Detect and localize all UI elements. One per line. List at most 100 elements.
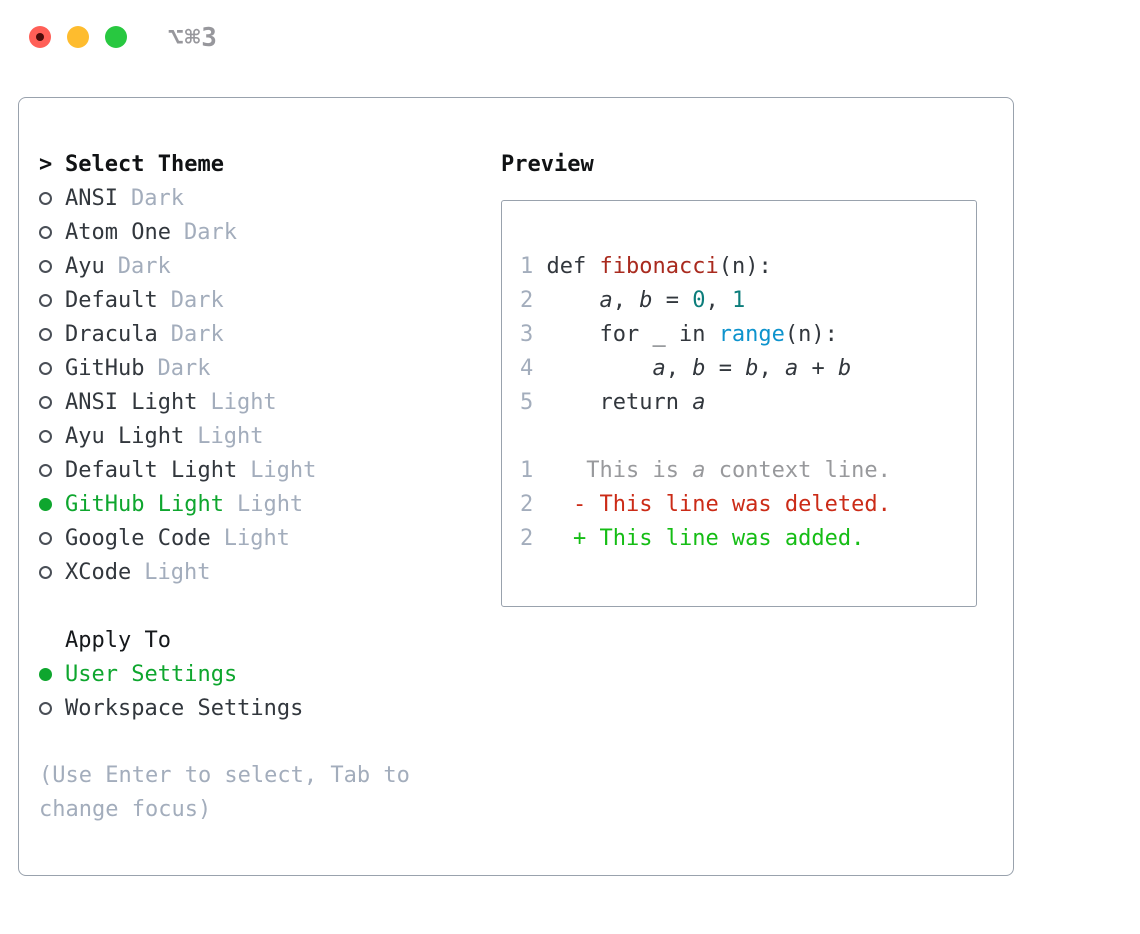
radio-unselected-icon (39, 463, 65, 477)
radio-circle (39, 463, 52, 477)
radio-unselected-icon (39, 191, 65, 205)
theme-variant-tag: Dark (157, 355, 211, 381)
traffic-lights (29, 26, 127, 48)
code-token: , (705, 288, 732, 313)
code-token: a (692, 458, 706, 483)
theme-name: GitHub Light (65, 491, 224, 517)
theme-option-github-light[interactable]: GitHub Light Light (39, 487, 501, 521)
apply-to-header: Apply To (39, 623, 501, 657)
theme-option-default-light[interactable]: Default Light Light (39, 453, 501, 487)
code-token: , (758, 356, 785, 381)
theme-option-ansi-light[interactable]: ANSI Light Light (39, 385, 501, 419)
code-line: 3 for _ in range(n): (520, 318, 958, 352)
code-token: = (652, 288, 693, 313)
theme-name: ANSI Light (65, 389, 198, 415)
spacer (39, 589, 501, 623)
apply-option-user-settings[interactable]: User Settings (39, 657, 501, 691)
preview-column: Preview 1 def fibonacci(n):2 a, b = 0, 1… (501, 147, 993, 875)
theme-variant-tag: Dark (170, 321, 224, 347)
code-token: 0 (692, 288, 706, 313)
theme-name: Google Code (65, 525, 211, 551)
apply-option-workspace-settings[interactable]: Workspace Settings (39, 691, 501, 725)
code-token: 2 (520, 492, 547, 517)
radio-selected-icon (39, 497, 65, 511)
code-token (547, 288, 600, 313)
theme-name: ANSI (65, 185, 118, 211)
theme-variant-tag: Dark (170, 287, 224, 313)
theme-variant-tag: Light (250, 457, 317, 483)
radio-unselected-icon (39, 429, 65, 443)
theme-variant-tag: Light (223, 525, 290, 551)
code-token: return (546, 390, 693, 415)
theme-name: Default (65, 287, 158, 313)
radio-circle (39, 429, 52, 443)
code-line: 1 This is a context line. (520, 454, 958, 488)
code-token: b (639, 288, 653, 313)
code-token: , (612, 288, 640, 313)
radio-circle (39, 225, 52, 239)
radio-circle (39, 497, 52, 511)
code-line: 2 - This line was deleted. (520, 488, 958, 522)
spacer (39, 725, 501, 759)
code-token: a (652, 356, 666, 381)
titlebar: ⌥⌘3 (0, 0, 1140, 97)
theme-variant-tag: Light (144, 559, 211, 585)
radio-circle (39, 565, 52, 579)
zoom-button[interactable] (105, 26, 127, 48)
code-token: 1 (520, 254, 547, 279)
theme-name: Default Light (65, 457, 238, 483)
radio-unselected-icon (39, 361, 65, 375)
minimize-button[interactable] (67, 26, 89, 48)
code-token: This is (546, 458, 693, 483)
radio-circle (39, 327, 52, 341)
code-token: b (692, 356, 706, 381)
radio-unselected-icon (39, 701, 65, 715)
select-theme-title: Select Theme (65, 151, 224, 177)
theme-variant-tag: Light (236, 491, 304, 517)
radio-unselected-icon (39, 327, 65, 341)
code-line: 4 a, b = b, a + b (520, 352, 958, 386)
theme-name: Dracula (65, 321, 158, 347)
code-token: 2 (520, 288, 547, 313)
code-token: range (718, 322, 785, 347)
radio-unselected-icon (39, 259, 65, 273)
code-token: a (692, 390, 706, 415)
apply-option-label: Workspace Settings (65, 695, 304, 721)
theme-option-google-code[interactable]: Google Code Light (39, 521, 501, 555)
theme-variant-tag: Light (210, 389, 277, 415)
theme-option-default[interactable]: Default Dark (39, 283, 501, 317)
code-token: 2 (520, 526, 547, 551)
code-token: + (798, 356, 838, 381)
radio-circle (39, 191, 52, 205)
theme-variant-tag: Dark (117, 253, 171, 279)
theme-option-github[interactable]: GitHub Dark (39, 351, 501, 385)
theme-name: Atom One (65, 219, 171, 245)
preview-title: Preview (501, 151, 594, 177)
code-token: context line. (705, 458, 891, 483)
theme-name: GitHub (65, 355, 145, 381)
apply-to-title: Apply To (65, 627, 171, 653)
radio-circle (39, 395, 52, 409)
code-token: a (599, 288, 613, 313)
code-token: - This line was deleted. (546, 492, 891, 517)
code-token: = (705, 356, 746, 381)
radio-circle (39, 531, 52, 545)
close-button[interactable] (29, 26, 51, 48)
code-token: , (665, 356, 693, 381)
code-line: 5 return a (520, 386, 958, 420)
radio-unselected-icon (39, 293, 65, 307)
theme-option-dracula[interactable]: Dracula Dark (39, 317, 501, 351)
theme-name: Ayu Light (65, 423, 185, 449)
code-token: fibonacci (599, 254, 719, 279)
radio-unselected-icon (39, 395, 65, 409)
chevron-right-icon: > (39, 151, 53, 177)
